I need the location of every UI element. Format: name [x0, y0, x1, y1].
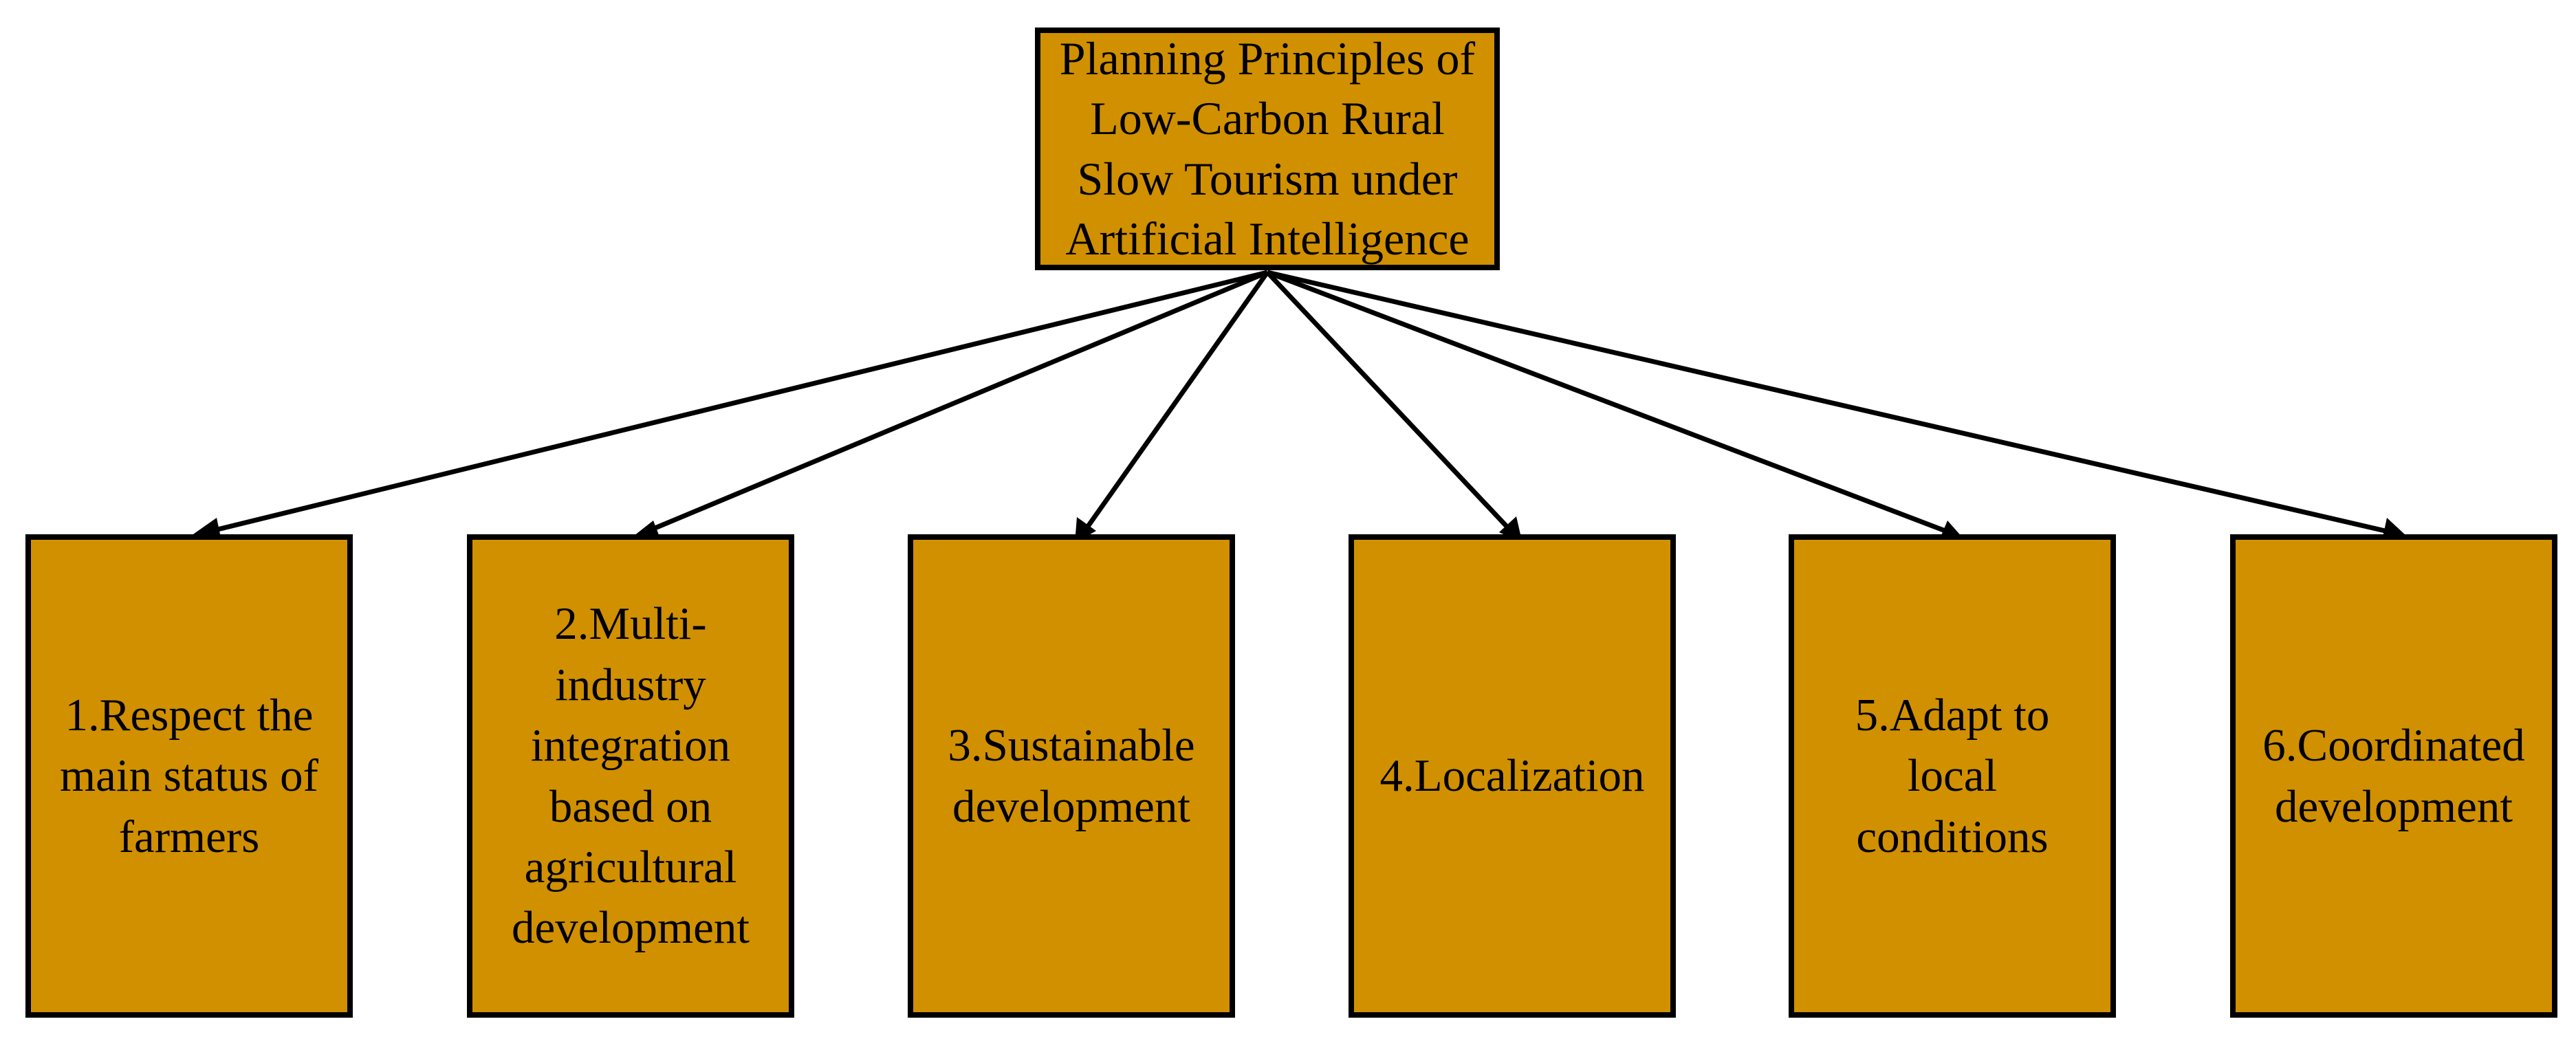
- principle-node-6: 6.Coordinated development: [2230, 534, 2557, 1018]
- principle-node-4-label: 4.Localization: [1379, 750, 1645, 802]
- edge-root-to-4: [1265, 270, 1514, 534]
- edge-root-to-5: [1266, 270, 1950, 535]
- principle-node-3: 3.Sustainable development: [908, 534, 1235, 1018]
- edge-root-to-1: [206, 270, 1268, 535]
- principle-node-4: 4.Localization: [1349, 534, 1676, 1018]
- root-node-label: Planning Principles of Low-Carbon Rural …: [1059, 32, 1476, 265]
- edge-root-to-2: [644, 270, 1269, 535]
- principle-node-6-label: 6.Coordinated development: [2262, 720, 2525, 832]
- edge-root-to-6: [1267, 270, 2392, 535]
- principle-node-5: 5.Adapt to local conditions: [1789, 534, 2116, 1018]
- principle-node-1-label: 1.Respect the main status of farmers: [60, 689, 318, 862]
- principle-node-2-label: 2.Multi- industry integration based on a…: [511, 598, 750, 954]
- root-node: Planning Principles of Low-Carbon Rural …: [1035, 28, 1500, 270]
- principle-node-2: 2.Multi- industry integration based on a…: [467, 534, 794, 1018]
- edge-root-to-3: [1082, 270, 1269, 534]
- principle-node-3-label: 3.Sustainable development: [948, 720, 1195, 832]
- principle-node-5-label: 5.Adapt to local conditions: [1855, 689, 2050, 862]
- principle-node-1: 1.Respect the main status of farmers: [25, 534, 353, 1018]
